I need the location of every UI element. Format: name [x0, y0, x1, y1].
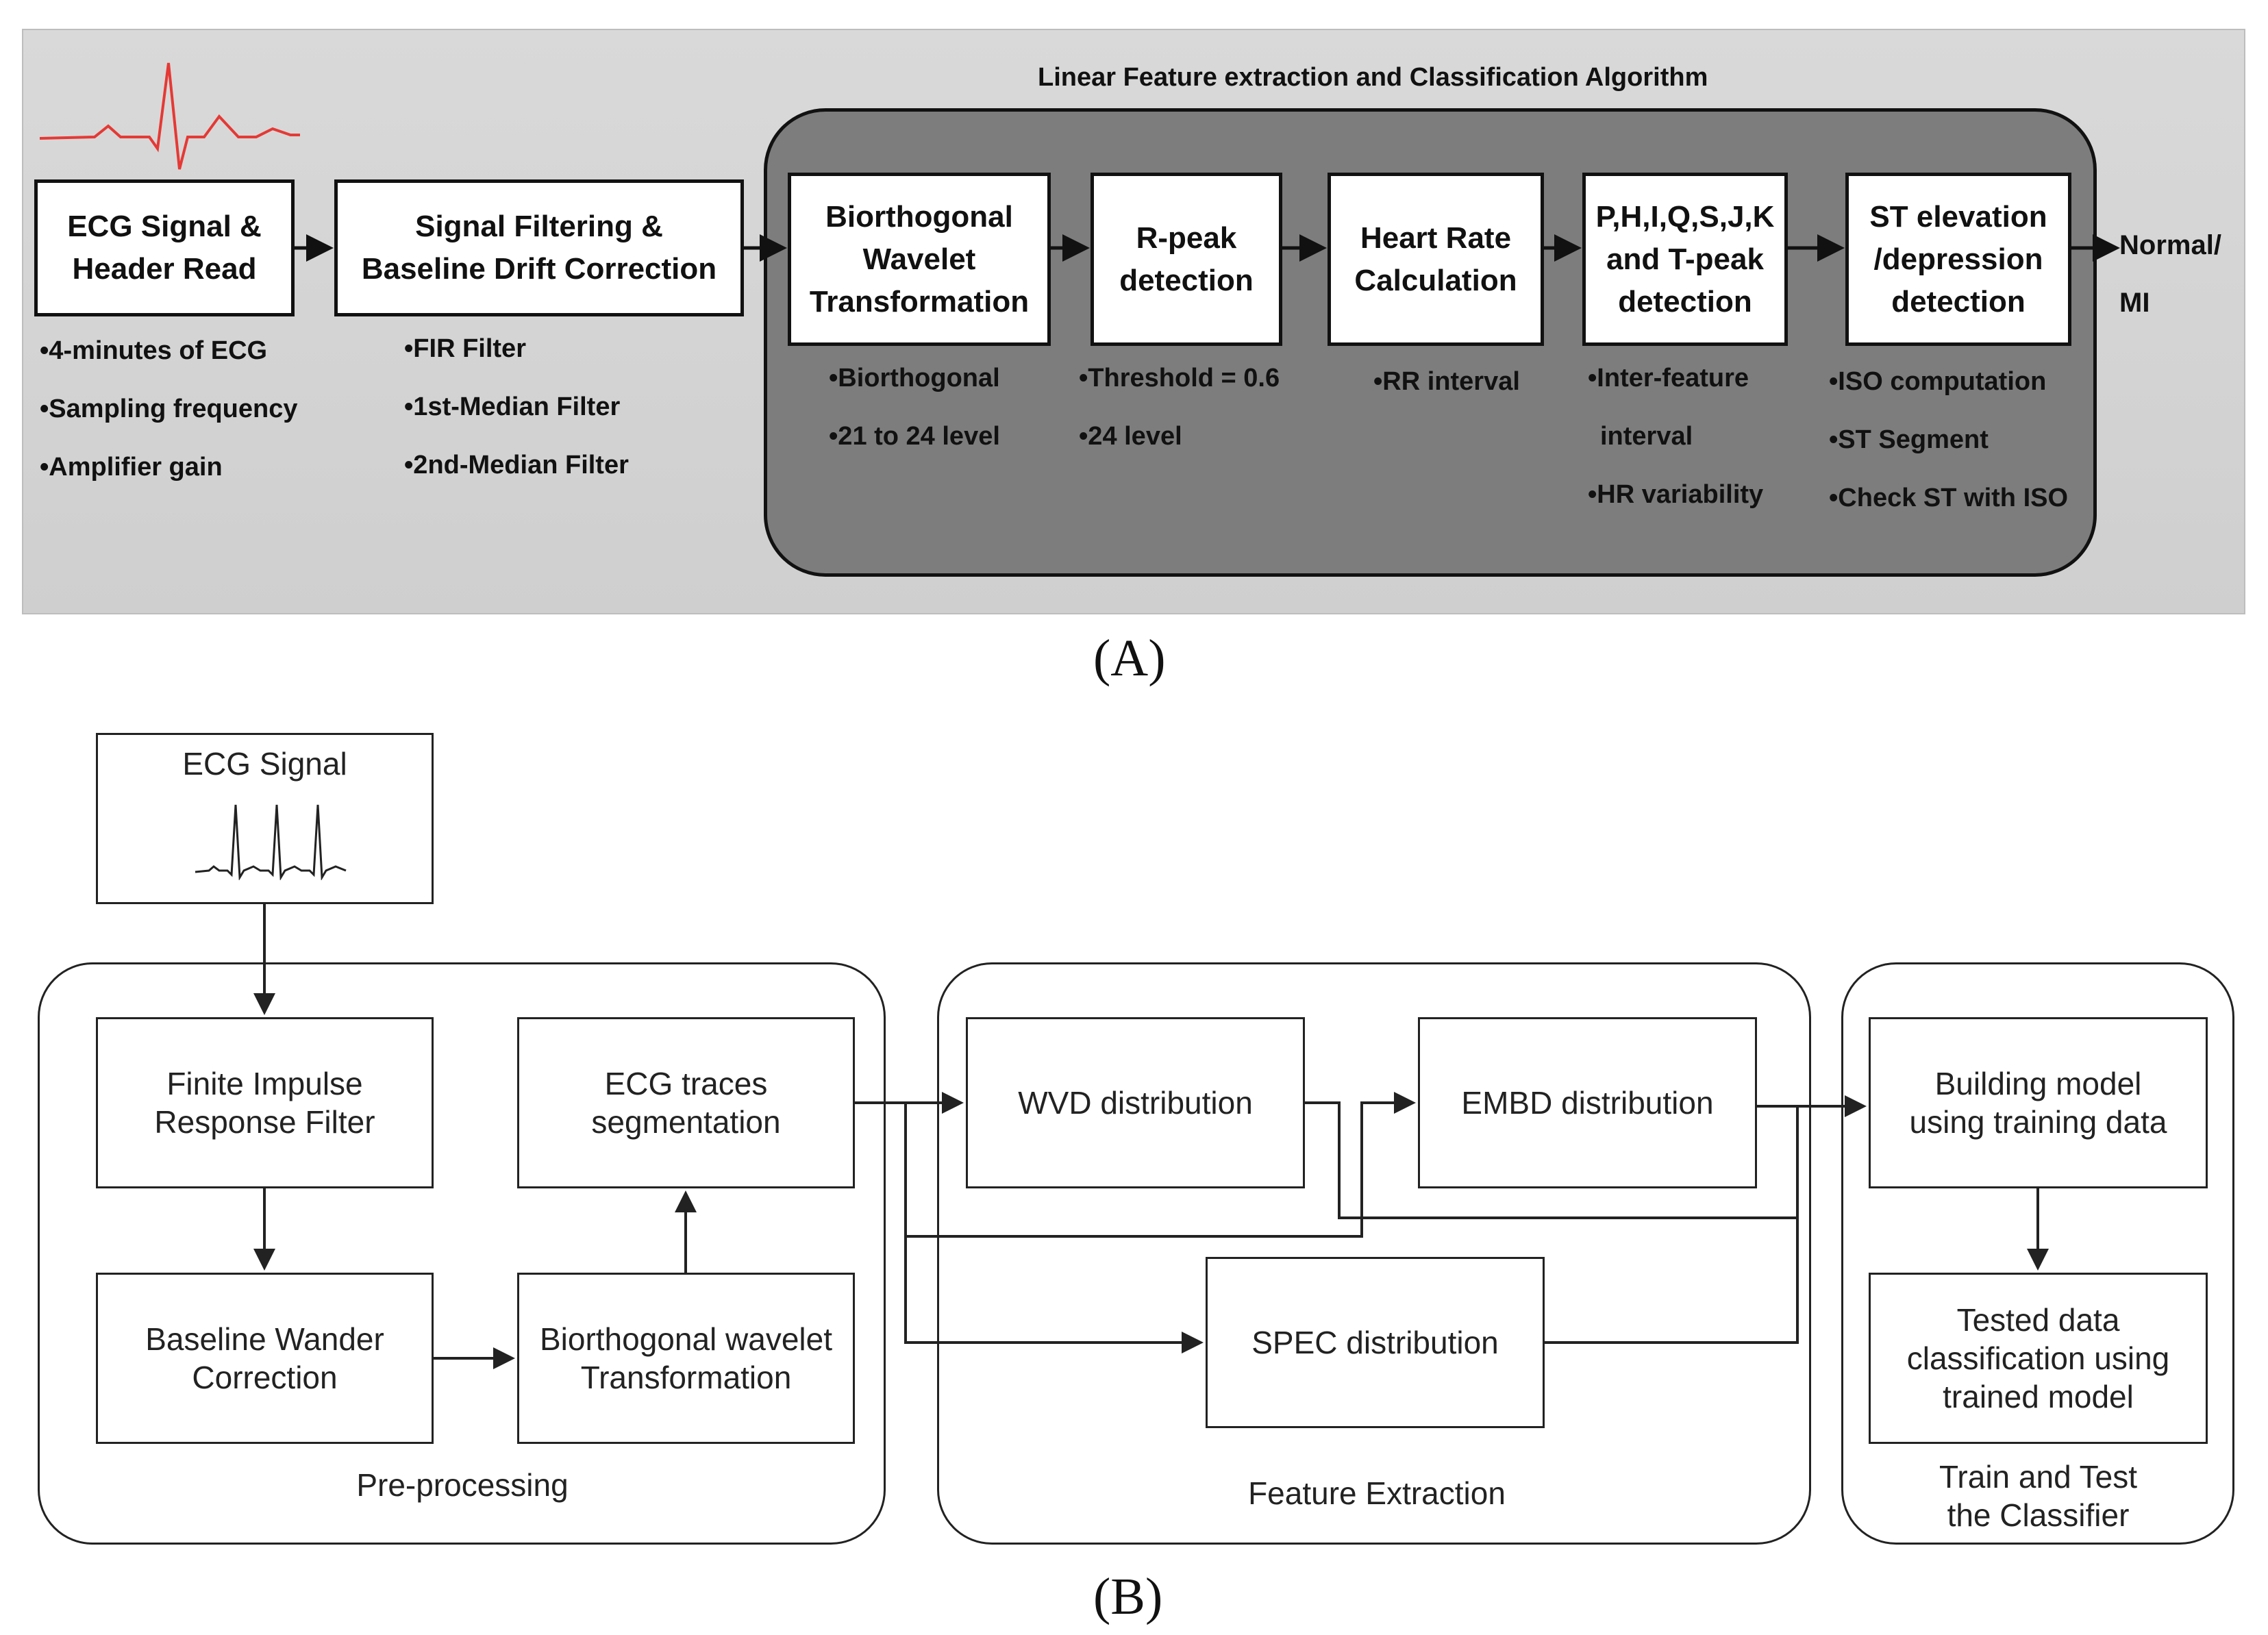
box-wvd-distribution: WVD distribution: [966, 1017, 1305, 1188]
panel-a-arrows: [295, 234, 2120, 262]
output-mi: MI: [2119, 288, 2150, 318]
bullet-text: •RR interval: [1373, 367, 1520, 396]
output-normal: Normal/: [2119, 230, 2221, 260]
box-peak-detection: P,H,I,Q,S,J,K and T-peak detection: [1582, 173, 1788, 346]
bullet-text: •Check ST with ISO: [1829, 484, 2069, 512]
bullet-text: •Threshold = 0.6: [1079, 364, 1280, 392]
box-building-model: Building model using training data: [1869, 1017, 2208, 1188]
box-r-peak-detection: R-peak detection: [1091, 173, 1282, 346]
box-ecg-segmentation: ECG traces segmentation: [517, 1017, 855, 1188]
bullet-text: •Amplifier gain: [40, 453, 223, 482]
ecg-waveform-icon: [40, 62, 300, 170]
bullet-text: •ISO computation: [1829, 367, 2047, 396]
box-biorthogonal-transform: Biorthogonal wavelet Transformation: [517, 1273, 855, 1444]
group-label-preprocessing: Pre-processing: [356, 1467, 569, 1503]
ecg-trace-icon: [195, 804, 347, 880]
ecg-signal-label: ECG Signal: [182, 746, 347, 782]
box-fir-filter: Finite Impulse Response Filter: [96, 1017, 434, 1188]
bullet-text: •1st-Median Filter: [404, 392, 621, 421]
box-signal-filtering: Signal Filtering & Baseline Drift Correc…: [334, 179, 744, 316]
bullet-text: interval: [1600, 422, 1693, 451]
box-embd-distribution: EMBD distribution: [1418, 1017, 1757, 1188]
panel-label-b: (B): [1093, 1568, 1163, 1625]
bullet-text: •ST Segment: [1829, 425, 1989, 454]
group-label-feature-extraction: Feature Extraction: [1248, 1475, 1506, 1511]
box-heart-rate: Heart Rate Calculation: [1328, 173, 1544, 346]
bullet-text: •FIR Filter: [404, 334, 526, 363]
group-title: Linear Feature extraction and Classifica…: [1038, 63, 1708, 92]
box-biorthogonal-wavelet: Biorthogonal Wavelet Transformation: [788, 173, 1051, 346]
bullet-text: •HR variability: [1588, 480, 1764, 509]
box-tested-data-classification: Tested data classification using trained…: [1869, 1273, 2208, 1444]
panel-label-a: (A): [1093, 629, 1166, 687]
box-st-detection: ST elevation /depression detection: [1845, 173, 2071, 346]
bullet-text: •24 level: [1079, 422, 1182, 451]
bullet-text: •2nd-Median Filter: [404, 451, 629, 479]
bullet-text: •Sampling frequency: [40, 395, 298, 423]
box-ecg-signal-header: ECG Signal & Header Read: [34, 179, 295, 316]
box-spec-distribution: SPEC distribution: [1206, 1257, 1545, 1428]
box-baseline-wander: Baseline Wander Correction: [96, 1273, 434, 1444]
box-ecg-signal: ECG Signal: [96, 733, 434, 904]
bullet-text: •Inter-feature: [1588, 364, 1749, 392]
bullet-text: •21 to 24 level: [829, 422, 1000, 451]
group-label-train-test: Train and Test the Classifier: [1939, 1459, 2137, 1533]
bullet-text: •Biorthogonal: [829, 364, 1000, 392]
bullet-text: •4-minutes of ECG: [40, 336, 268, 365]
